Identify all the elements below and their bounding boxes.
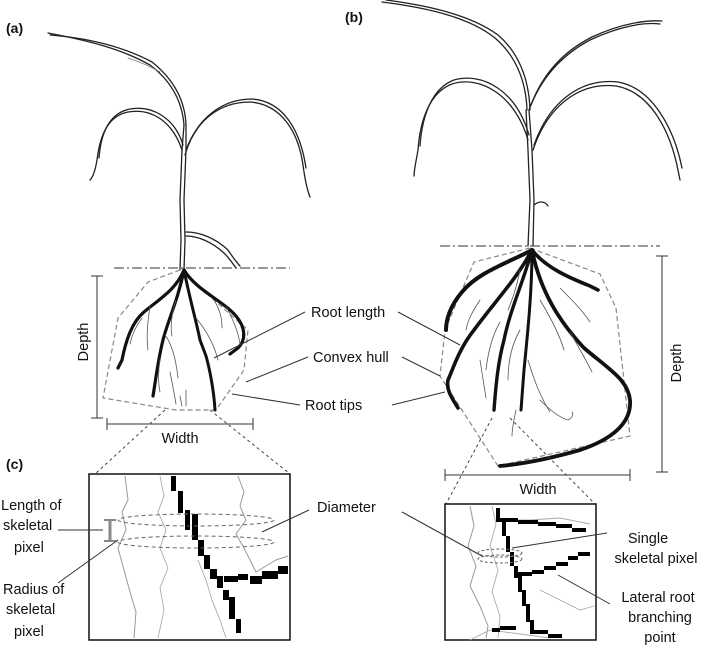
length-of-skeletal-pixel-label-line2: skeletal bbox=[3, 518, 52, 534]
convex-hull-a bbox=[102, 269, 249, 411]
depth-dimension-a bbox=[91, 275, 103, 419]
width-label-a: Width bbox=[161, 431, 198, 447]
inset-b-leaders bbox=[401, 511, 611, 605]
single-skeletal-pixel-label-line2: skeletal pixel bbox=[614, 551, 697, 567]
plant-b-shoot bbox=[381, 0, 683, 247]
length-of-skeletal-pixel-label-line1: Length of bbox=[1, 498, 62, 514]
inset-c-zoom-lines bbox=[94, 409, 291, 475]
plant-b-roots bbox=[444, 248, 632, 468]
width-dimension-a bbox=[106, 418, 254, 430]
inset-b-zoom-lines bbox=[445, 417, 596, 505]
single-skeletal-pixel-label-line1: Single bbox=[628, 531, 668, 547]
length-of-skeletal-pixel-label-line3: pixel bbox=[14, 540, 44, 556]
inset-c-box bbox=[88, 473, 291, 641]
width-dimension-b bbox=[444, 469, 631, 481]
root-length-label: Root length bbox=[311, 305, 385, 321]
plant-a-roots bbox=[116, 268, 246, 412]
depth-label-a: Depth bbox=[76, 323, 92, 362]
radius-of-skeletal-pixel-label-line2: skeletal bbox=[6, 602, 55, 618]
panel-label-c: (c) bbox=[6, 456, 23, 472]
lateral-root-branching-point-label-line3: point bbox=[644, 630, 675, 646]
radius-of-skeletal-pixel-label-line1: Radius of bbox=[3, 582, 65, 598]
inset-c-leaders bbox=[57, 509, 310, 584]
convex-hull-b bbox=[439, 247, 631, 467]
plant-a-shoot bbox=[47, 32, 311, 271]
convex-hull-label: Convex hull bbox=[313, 350, 389, 366]
root-tips-label: Root tips bbox=[305, 398, 362, 414]
diameter-label: Diameter bbox=[317, 500, 376, 516]
lateral-root-branching-point-label-line2: branching bbox=[628, 610, 692, 626]
inset-c-content bbox=[104, 475, 289, 639]
center-leader-lines bbox=[213, 311, 461, 406]
depth-dimension-b bbox=[656, 255, 668, 473]
panel-label-a: (a) bbox=[6, 20, 23, 36]
depth-label-b: Depth bbox=[669, 344, 685, 383]
width-label-b: Width bbox=[519, 482, 556, 498]
lateral-root-branching-point-label-line1: Lateral root bbox=[621, 590, 694, 606]
radius-of-skeletal-pixel-label-line3: pixel bbox=[14, 624, 44, 640]
inset-b-content bbox=[467, 505, 595, 641]
panel-label-b: (b) bbox=[345, 9, 363, 25]
